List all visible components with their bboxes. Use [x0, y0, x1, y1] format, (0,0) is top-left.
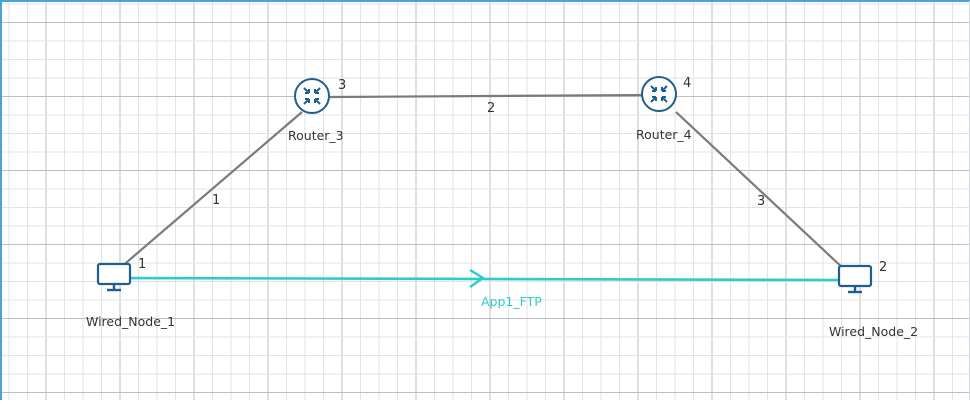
router-icon	[294, 78, 330, 114]
router-4-badge: 4	[683, 76, 691, 91]
router-3-badge: 3	[338, 78, 346, 93]
wired-node-2[interactable]: 2 Wired_Node_2	[829, 260, 918, 339]
router-3-label: Router_3	[288, 128, 344, 143]
link-label-3: 3	[757, 194, 765, 209]
link-label-2: 2	[487, 101, 495, 116]
wired-node-1-label: Wired_Node_1	[86, 314, 175, 329]
wired-node-1[interactable]: 1 Wired_Node_1	[86, 257, 175, 329]
router-4[interactable]: 4 Router_4	[636, 76, 692, 142]
link-1[interactable]	[119, 111, 303, 269]
router-4-label: Router_4	[636, 127, 692, 142]
link-3[interactable]	[675, 111, 846, 271]
link-label-1: 1	[212, 193, 220, 208]
application-flow-arrow	[469, 268, 485, 288]
wired-node-2-badge: 2	[879, 260, 887, 275]
router-3[interactable]: 3 Router_3	[288, 78, 346, 143]
application-label[interactable]: App1_FTP	[481, 294, 542, 309]
wired-node-2-label: Wired_Node_2	[829, 324, 918, 339]
router-icon	[641, 76, 677, 112]
computer-icon	[837, 264, 873, 294]
computer-icon	[96, 262, 132, 292]
wired-node-1-badge: 1	[138, 257, 146, 272]
link-2[interactable]	[329, 93, 643, 99]
